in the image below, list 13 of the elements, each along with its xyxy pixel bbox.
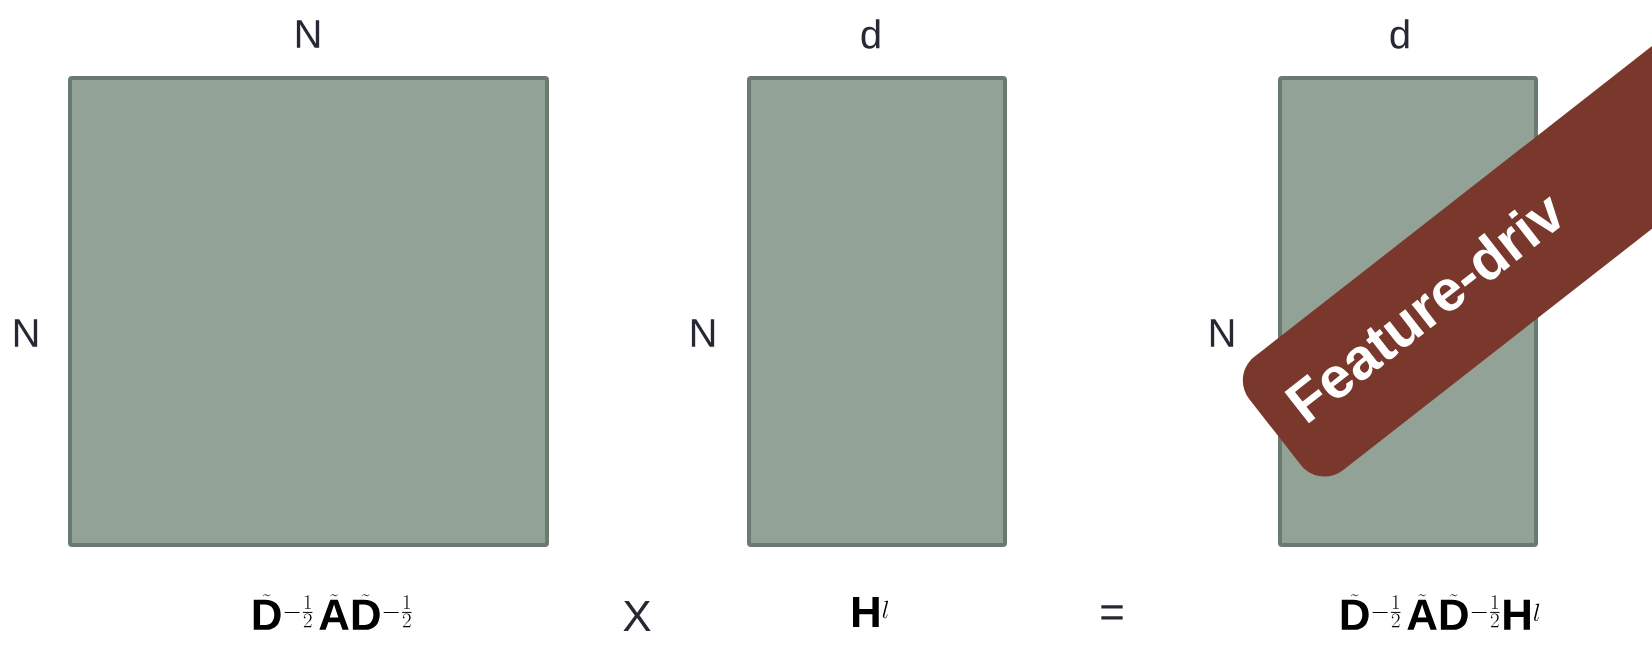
operator-sign: = <box>1101 605 1123 620</box>
dimension-label: N <box>14 319 38 347</box>
operator-sign: X <box>623 600 651 632</box>
matrix-box <box>747 76 1007 547</box>
matrix-formula: $\tilde{\mathbf{D}}^{-\frac{1}{2}}\,\tilde{\mathbf{A}}\tilde{\mathbf{D}}^{-\frac{1}{2}}$ <box>253 594 412 630</box>
matrix-formula: $\tilde{\mathbf{D}}^{-\frac{1}{2}}\,\tilde{\mathbf{A}}\tilde{\mathbf{D}}^{-\frac{1}{2}}\mathbf{H}^{l}$ <box>1341 594 1540 630</box>
matrix-box <box>68 76 549 547</box>
dimension-label: N <box>296 20 320 48</box>
dimension-label: N <box>691 319 715 347</box>
dimension-label: d <box>861 19 880 49</box>
matrix-formula: $\mathbf{H}^{l}$ <box>853 596 889 628</box>
dimension-label: N <box>1210 319 1234 347</box>
dimension-label: d <box>1390 19 1409 49</box>
